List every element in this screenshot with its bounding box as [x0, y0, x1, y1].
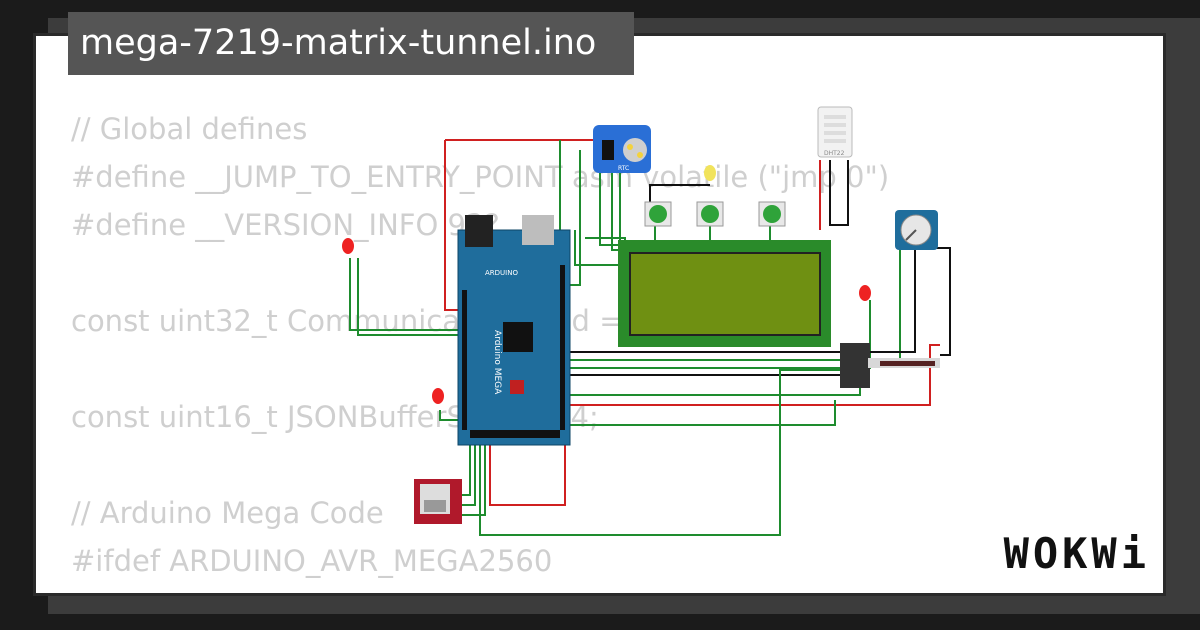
mega-label: Arduino MEGA [492, 330, 502, 395]
mega-brand: ARDUINO [485, 269, 518, 277]
wire-green [462, 440, 476, 506]
led-yellow[interactable] [704, 165, 716, 181]
wire-black [565, 245, 916, 353]
led-red[interactable] [859, 285, 871, 301]
wire-green [479, 369, 840, 536]
wire-green [470, 385, 861, 396]
sd-card-module[interactable] [414, 479, 462, 524]
code-line: // Global defines [71, 112, 308, 146]
rtc-module[interactable]: RTC [593, 125, 651, 173]
push-button[interactable] [696, 201, 724, 227]
wire-black [829, 160, 849, 226]
wire-green [470, 400, 836, 426]
led-red[interactable] [342, 238, 354, 254]
wire-green [574, 230, 625, 266]
code-line: #define __JUMP_TO_ENTRY_POINT asm volati… [71, 160, 890, 194]
wire-green [357, 258, 470, 336]
code-line: #ifdef ARDUINO_AVR_MEGA2560 [71, 544, 553, 578]
wire-black [935, 247, 951, 356]
rtc-label: RTC [618, 165, 629, 172]
push-button[interactable] [644, 201, 672, 227]
wire-green [460, 440, 471, 496]
led-red[interactable] [432, 388, 444, 404]
lcd-display[interactable] [618, 240, 831, 347]
code-line: // Arduino Mega Code [71, 496, 384, 530]
wire-red [445, 139, 596, 150]
push-button[interactable] [758, 201, 786, 227]
project-title: mega-7219-matrix-tunnel.ino [68, 12, 634, 75]
dht22-sensor[interactable]: DHT22 [817, 106, 853, 158]
wire-red [470, 344, 940, 406]
dht-label: DHT22 [824, 150, 845, 157]
rotary-potentiometer[interactable] [895, 210, 938, 250]
wokwi-logo: WOKWi [1003, 529, 1150, 578]
wire-black [649, 184, 710, 205]
slide-potentiometer[interactable] [840, 343, 940, 388]
wire-green [349, 258, 470, 331]
arduino-mega-board[interactable]: Arduino MEGA ARDUINO [457, 215, 571, 446]
wire-green [462, 440, 486, 516]
